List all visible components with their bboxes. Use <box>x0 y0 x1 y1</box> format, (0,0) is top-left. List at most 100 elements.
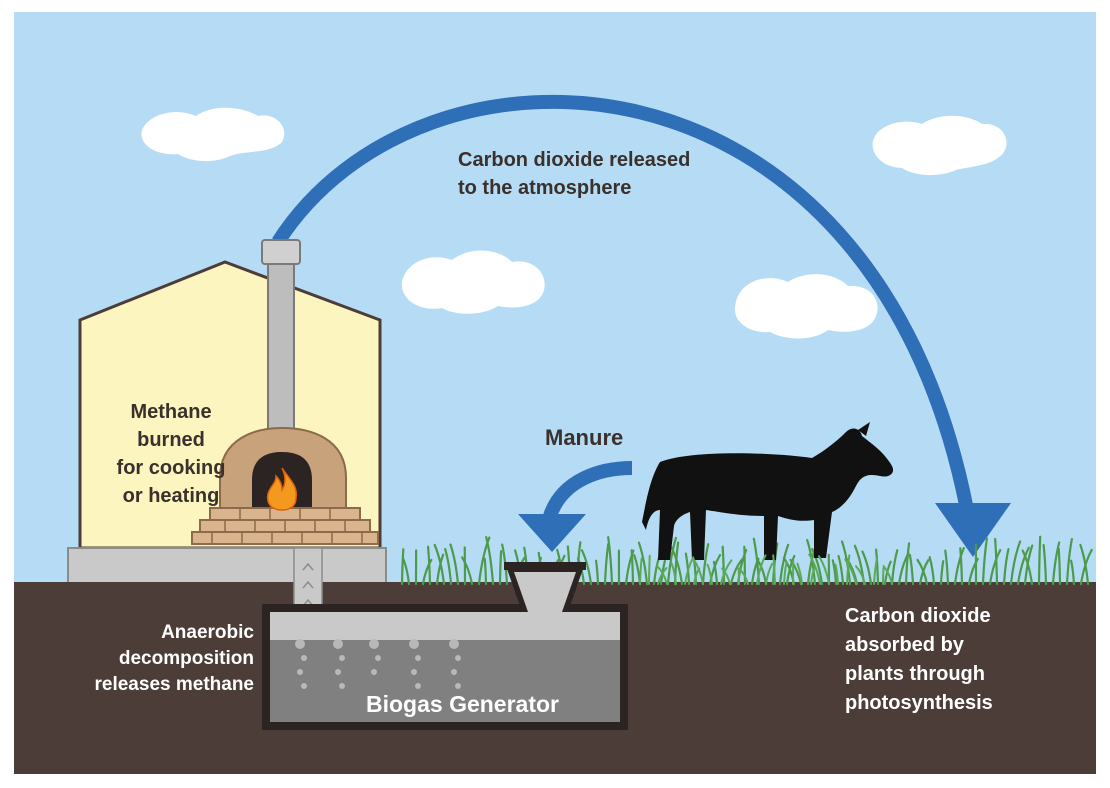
grass-blade <box>944 549 950 586</box>
co2-cycle-arrow <box>272 94 973 507</box>
grass-blade <box>433 543 446 586</box>
grass-blade <box>444 547 453 586</box>
grass-blade <box>1065 537 1073 586</box>
grass-blade <box>580 549 593 586</box>
grass-blade <box>1051 541 1061 586</box>
cow-icon <box>642 422 894 560</box>
grass-blade <box>461 556 474 586</box>
bubble <box>409 639 419 649</box>
grass-icon <box>639 553 893 585</box>
grass-blade <box>890 549 899 586</box>
label-co2-absorbed: Carbon dioxide absorbed by plants throug… <box>845 605 993 714</box>
grass-blade <box>721 545 726 586</box>
grass-blade <box>648 554 651 585</box>
grass-blade <box>692 557 704 585</box>
grass-blade <box>808 553 821 585</box>
grass-blade <box>402 557 411 586</box>
grass-blade <box>400 548 405 586</box>
biogas-tank <box>262 562 628 730</box>
grass-blade <box>737 567 749 585</box>
grass-blade <box>1037 535 1042 586</box>
grass-blade <box>630 549 635 586</box>
grass-blade <box>449 543 460 586</box>
cloud-icon <box>734 274 878 339</box>
methane-bubbles <box>295 639 461 689</box>
grass-blade <box>684 556 695 585</box>
house-foundation <box>67 547 387 585</box>
grass-blade <box>811 548 824 586</box>
grass-blade <box>607 536 614 586</box>
grass-blade <box>639 557 643 585</box>
bubble <box>375 655 381 661</box>
grass-blade <box>603 543 610 586</box>
grass-blade <box>783 560 788 585</box>
grass-blade <box>485 536 495 586</box>
grass-blade <box>708 553 722 586</box>
bubble <box>415 683 421 689</box>
grass-blade <box>765 562 774 585</box>
grass-blade <box>817 555 830 585</box>
chimney-cap <box>261 239 301 265</box>
grass-blade <box>743 545 747 586</box>
arrow-icon <box>935 503 1011 557</box>
bubble <box>301 655 307 661</box>
grass-blade <box>421 558 433 586</box>
grass-blade <box>810 565 816 585</box>
bubble <box>455 683 461 689</box>
fire-icon <box>266 467 298 511</box>
bubble <box>369 639 379 649</box>
grass-blade <box>861 550 873 586</box>
bubble <box>295 639 305 649</box>
label-biogas-generator: Biogas Generator <box>366 691 559 717</box>
grass-blade <box>729 558 743 586</box>
grass-blade <box>789 558 803 586</box>
label-anaerobic: Anaerobic decomposition releases methane <box>94 622 255 695</box>
grass-blade <box>1042 543 1048 586</box>
grass-blade <box>875 548 880 586</box>
grass-blade <box>1057 547 1062 586</box>
grass-blade <box>426 545 432 586</box>
grass-blade <box>928 556 936 586</box>
grass-blade <box>855 565 866 585</box>
grass-blade <box>959 547 964 586</box>
grass-blade <box>916 558 929 586</box>
bubble <box>411 669 417 675</box>
grass-blade <box>712 560 719 586</box>
label-manure: Manure <box>545 425 624 450</box>
chimney-icon <box>267 261 295 455</box>
bubble <box>449 639 459 649</box>
bubble <box>451 669 457 675</box>
grass-blade <box>1002 547 1010 586</box>
grass-blade <box>656 564 668 585</box>
bubble <box>415 655 421 661</box>
label-co2-released: Carbon dioxide released to the atmospher… <box>458 149 691 199</box>
grass-blade <box>1009 540 1022 586</box>
grass-blade <box>498 550 503 586</box>
grass-blade <box>637 541 649 586</box>
bubble <box>339 683 345 689</box>
grass-blade <box>1079 543 1090 586</box>
grass-blade <box>657 567 668 585</box>
grass-blade <box>882 565 893 585</box>
grass-blade <box>1021 549 1034 586</box>
grass-blade <box>483 557 488 586</box>
grass-blade <box>837 554 845 586</box>
grass-blade <box>831 559 838 586</box>
grass-blade <box>435 553 445 586</box>
grass-blade <box>981 537 989 586</box>
grass-blade <box>939 560 945 586</box>
grass-blade <box>834 563 839 585</box>
grass-blade <box>796 562 803 585</box>
grass-blade <box>1016 546 1030 586</box>
bubble <box>455 655 461 661</box>
label-methane-burned: Methane burned for cooking or heating <box>116 401 226 507</box>
grass-blade <box>904 542 911 586</box>
grass-blade <box>701 543 710 586</box>
grass-blade <box>666 536 678 586</box>
grass-blade <box>706 563 713 585</box>
grass-blade <box>1070 559 1076 586</box>
manure-arrow <box>543 461 633 519</box>
grass-blade <box>721 567 731 585</box>
grass-blade <box>988 548 1002 586</box>
